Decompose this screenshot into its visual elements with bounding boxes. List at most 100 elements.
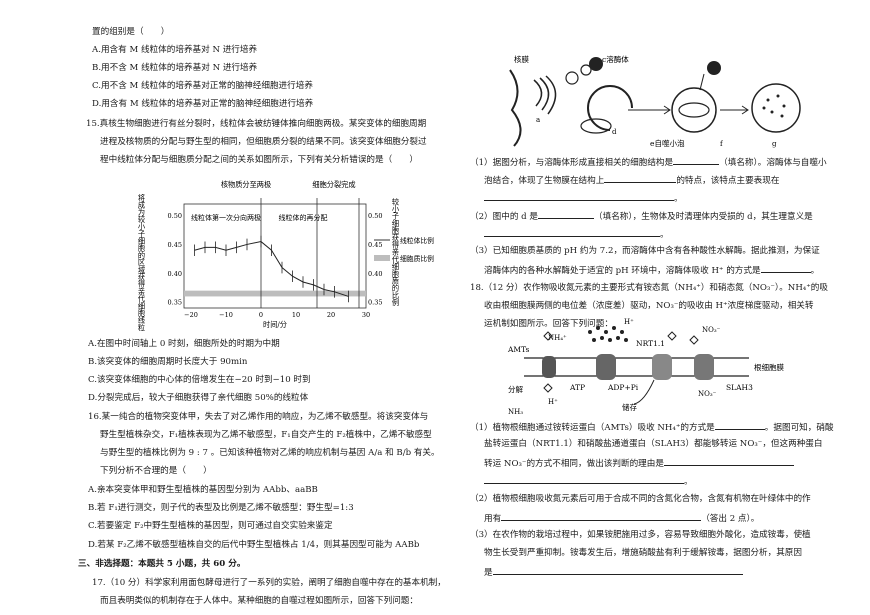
label-adp: ADP+Pi bbox=[607, 383, 639, 392]
autophagy-diagram: 核膜 a c溶酶体 d e自噬小泡 f g bbox=[509, 54, 801, 148]
q17-2-line1: （2）图中的 d 是（填名称），生物体及时清理体内受损的 d，其生理意义是 bbox=[470, 207, 813, 226]
chart-top-label-1: 核物质分至两极 bbox=[221, 180, 271, 189]
q17-stem-2: 而且表明类似的机制存在于人体中。某种细胞的自噬过程如图所示，回答下列问题： bbox=[100, 596, 418, 606]
q15-option-b: B.该突变体的细胞周期时长度大于 90min bbox=[88, 357, 248, 367]
chart-xtick: −20 bbox=[184, 311, 198, 319]
label-d: d bbox=[612, 128, 617, 136]
label-nrt: NRT1.1 bbox=[636, 339, 665, 348]
q18-stem-1: 18.（12 分）农作物吸收氮元素的主要形式有铵态氮（NH₄⁺）和硝态氮（NO₃… bbox=[470, 283, 828, 293]
label-storage: 储存 bbox=[622, 402, 637, 412]
q18-1-line2: 盐转运蛋白（NRT1.1）和硝酸盐通道蛋白（SLAH3）都能够转运 NO₃⁻，但… bbox=[484, 439, 823, 449]
q15-stem-1: 15.真核生物细胞进行有丝分裂时，线粒体会被纺锤体推向细胞两极。某突变体的细胞周… bbox=[86, 119, 427, 129]
chart-ytick-left: 0.45 bbox=[168, 241, 182, 249]
q18-3-line2: 物生长受到严重抑制。铵毒发生后，增施硝酸盐有利于缓解铵毒，据图分析，其原因 bbox=[484, 548, 802, 558]
q17-2-line2: 。 bbox=[484, 225, 669, 244]
section-3-heading: 三、非选择题：本题共 5 小题，共 60 分。 bbox=[78, 559, 246, 569]
chart-ytick-right: 0.35 bbox=[368, 299, 382, 307]
label-nuclear-membrane: 核膜 bbox=[514, 54, 529, 64]
label-atp: ATP bbox=[569, 383, 585, 392]
q15-chart: 将成为较小子细胞的区域获得亲代细胞线粒体的比例 较小子细胞获得亲代细胞质的比例 … bbox=[138, 180, 434, 331]
chart-xtick: 30 bbox=[362, 311, 370, 319]
chart-ytick-left: 0.35 bbox=[168, 299, 182, 307]
label-slah: SLAH3 bbox=[726, 383, 753, 392]
lysosome-c bbox=[589, 57, 603, 71]
q18-2-line1: （2）植物根细胞吸收氮元素后可用于合成不同的含氮化合物，含氮有机物在叶绿体中的作 bbox=[470, 494, 811, 504]
label-fenjie: 分解 bbox=[508, 384, 523, 394]
label-g: g bbox=[772, 140, 777, 148]
label-nh3: NH₃ bbox=[508, 408, 523, 416]
autophagosome-e bbox=[671, 87, 717, 133]
chart-ylabel-right: 较小子细胞获得亲代细胞质的比例 bbox=[392, 197, 401, 307]
q14-tail: 置的组别是（ ） bbox=[92, 27, 170, 37]
q18-stem-3: 运机制如图所示。回答下列问题： bbox=[484, 319, 613, 329]
q15-stem-3: 程中线粒体分配与细胞质分配之间的关系如图所示，下列有关分析错误的是（ ） bbox=[100, 155, 418, 165]
chart-xtick: −10 bbox=[219, 311, 233, 319]
chart-xtick: 10 bbox=[292, 311, 300, 319]
q18-2-line2: 用有（答出 2 点）。 bbox=[484, 509, 759, 528]
slah-protein bbox=[694, 354, 714, 380]
vesicle-b bbox=[565, 71, 579, 85]
chart-inner-label-1: 线粒体第一次分向两极 bbox=[191, 213, 261, 222]
label-a: a bbox=[536, 116, 540, 124]
q16-option-d: D.若某 F₂乙烯不敏感型植株自交的后代中野生型植株占 1/4，则其基因型可能为… bbox=[88, 540, 420, 550]
q17-3-line2: 溶酶体内的各种水解酶处于适宜的 pH 环境中，溶酶体吸收 H⁺ 的方式是。 bbox=[484, 261, 819, 280]
chart-inner-label-2: 线粒体的再分配 bbox=[279, 213, 328, 222]
nrt-protein bbox=[652, 354, 672, 380]
q15-stem-2: 进程及核物质的分配与野生型的相同，但细胞质分裂的结果不同。该突变体细胞分裂过 bbox=[100, 137, 427, 147]
q16-option-a: A.亲本突变体甲和野生型植株的基因型分别为 AAbb、aaBB bbox=[88, 485, 318, 495]
chart-top-label-2: 细胞分裂完成 bbox=[312, 180, 355, 189]
q14-option-c: C.用不含 M 线粒体的培养基对正常的脑神经细胞进行培养 bbox=[92, 81, 313, 91]
label-e: e自噬小泡 bbox=[650, 138, 685, 148]
legend-line-label: 线粒体比例 bbox=[400, 236, 434, 245]
q16-stem-1: 16.某一纯合的植物突变体甲，失去了对乙烯作用的响应，为乙烯不敏感型。将该突变体… bbox=[88, 412, 429, 422]
q17-1-line1: （1）据图分析，与溶酶体形成直接相关的细胞结构是（填名称）。溶酶体与自噬小 bbox=[470, 153, 827, 172]
label-h-top: H⁺ bbox=[624, 318, 634, 326]
chart-ytick-right: 0.50 bbox=[368, 212, 382, 220]
golgi-stack bbox=[533, 75, 557, 115]
chart-xlabel: 时间/分 bbox=[263, 320, 287, 329]
q16-stem-3: 与野生型的植株比例为 9 : 7 。已知该种植物对乙烯的响应机制与基因 A/a … bbox=[100, 448, 440, 458]
q17-stem-1: 17.（10 分）科学家利用面包酵母进行了一系列的实验，阐明了细胞自噬中存在的基… bbox=[92, 578, 446, 588]
label-amts: AMTs bbox=[507, 345, 530, 354]
chart-frame bbox=[183, 203, 367, 309]
autolysosome-g bbox=[751, 83, 801, 133]
legend-band-swatch bbox=[374, 255, 390, 261]
label-h-bot: H⁺ bbox=[548, 398, 558, 406]
label-no3-bot: NO₃⁻ bbox=[698, 390, 717, 398]
q14-option-b: B.用不含 M 线粒体的培养基对 N 进行培养 bbox=[92, 63, 258, 73]
q18-stem-2: 收由根细胞膜两侧的电位差（浓度差）驱动，NO₃⁻的吸收由 H⁺浓度梯度驱动，相关… bbox=[484, 301, 814, 311]
chart-xtick: 20 bbox=[327, 311, 335, 319]
label-f: f bbox=[720, 140, 724, 148]
q15-option-d: D.分裂完成后，较大子细胞获得了亲代细胞 50%的线粒体 bbox=[88, 393, 309, 403]
transport-diagram: 根细胞膜 AMTs NH₄⁺ H⁺ NRT1.1 NO₃⁻ SLAH3 NO₃⁻… bbox=[507, 318, 784, 416]
q16-option-c: C.若要鉴定 F₂中野生型植株的基因型，则可通过自交实验来鉴定 bbox=[88, 521, 333, 531]
label-membrane: 根细胞膜 bbox=[754, 362, 784, 372]
chart-ytick-left: 0.40 bbox=[168, 270, 182, 278]
q18-1-line4: 。 bbox=[484, 472, 693, 491]
q15-option-c: C.该突变体细胞的中心体的倍增发生在−20 时到−10 时到 bbox=[88, 375, 311, 385]
q14-option-a: A.用含有 M 线粒体的培养基对 N 进行培养 bbox=[92, 45, 258, 55]
label-no3-top: NO₃⁻ bbox=[702, 326, 721, 334]
phagophore bbox=[587, 85, 633, 131]
q14-option-d: D.用含有 M 线粒体的培养基对正常的脑神经细胞进行培养 bbox=[92, 99, 314, 109]
label-nh4-top: NH₄⁺ bbox=[548, 334, 567, 342]
chart-ytick-right: 0.40 bbox=[368, 270, 382, 278]
chart-ytick-right: 0.45 bbox=[368, 241, 382, 249]
q18-3-line1: （3）在农作物的栽培过程中，如果铵肥施用过多，容易导致细胞外酸化，造成铵毒，使植 bbox=[470, 530, 811, 540]
cytoplasm-band bbox=[184, 290, 366, 297]
legend-band-label: 细胞质比例 bbox=[400, 254, 434, 263]
q17-1-line3: 。 bbox=[484, 189, 683, 208]
q16-stem-2: 野生型植株杂交，F₁植株表现为乙烯不敏感型，F₁自交产生的 F₂植株中，乙烯不敏… bbox=[100, 430, 432, 440]
q17-1-line2: 泡结合，体现了生物膜在结构上的特点，该特点主要表现在 bbox=[484, 171, 779, 190]
amts-protein bbox=[542, 356, 556, 378]
q18-1-line1: （1）植物根细胞通过铵转运蛋白（AMTs）吸收 NH₄⁺的方式是。据图可知，硝酸 bbox=[470, 418, 834, 437]
q16-stem-4: 下列分析不合理的是（ ） bbox=[100, 466, 212, 476]
atpase-protein bbox=[596, 354, 616, 380]
q17-3-line1: （3）已知细胞质基质的 pH 约为 7.2，而溶酶体中含有各种酸性水解酶。据此推… bbox=[470, 246, 820, 256]
label-c: c溶酶体 bbox=[602, 54, 629, 64]
q15-option-a: A.在图中时间轴上 0 时刻，细胞所处的时期为中期 bbox=[88, 339, 280, 349]
chart-ytick-left: 0.50 bbox=[168, 212, 182, 220]
chart-xtick: 0 bbox=[259, 311, 263, 319]
mitochondrion-d bbox=[580, 118, 612, 134]
q18-3-line3: 是 bbox=[484, 563, 743, 582]
